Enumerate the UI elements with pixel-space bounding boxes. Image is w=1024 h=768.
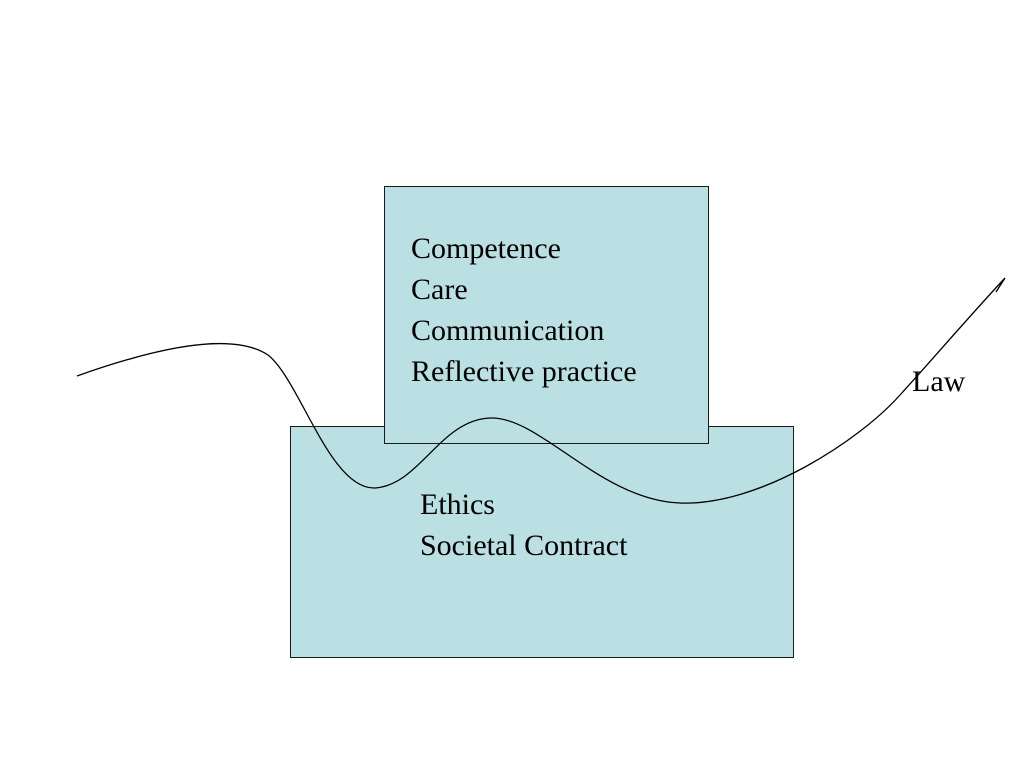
top-box-text: Competence Care Communication Reflective… [411, 228, 637, 392]
bottom-box-text: Ethics Societal Contract [420, 484, 627, 566]
bottom-box-line-ethics: Ethics [420, 488, 495, 521]
top-box-line-communication: Communication [411, 314, 605, 347]
top-box-line-care: Care [411, 273, 468, 306]
bottom-box-line-societal-contract: Societal Contract [420, 529, 628, 562]
top-box-line-competence: Competence [411, 232, 561, 265]
law-label: Law [912, 365, 966, 398]
top-box-line-reflective-practice: Reflective practice [411, 355, 637, 388]
